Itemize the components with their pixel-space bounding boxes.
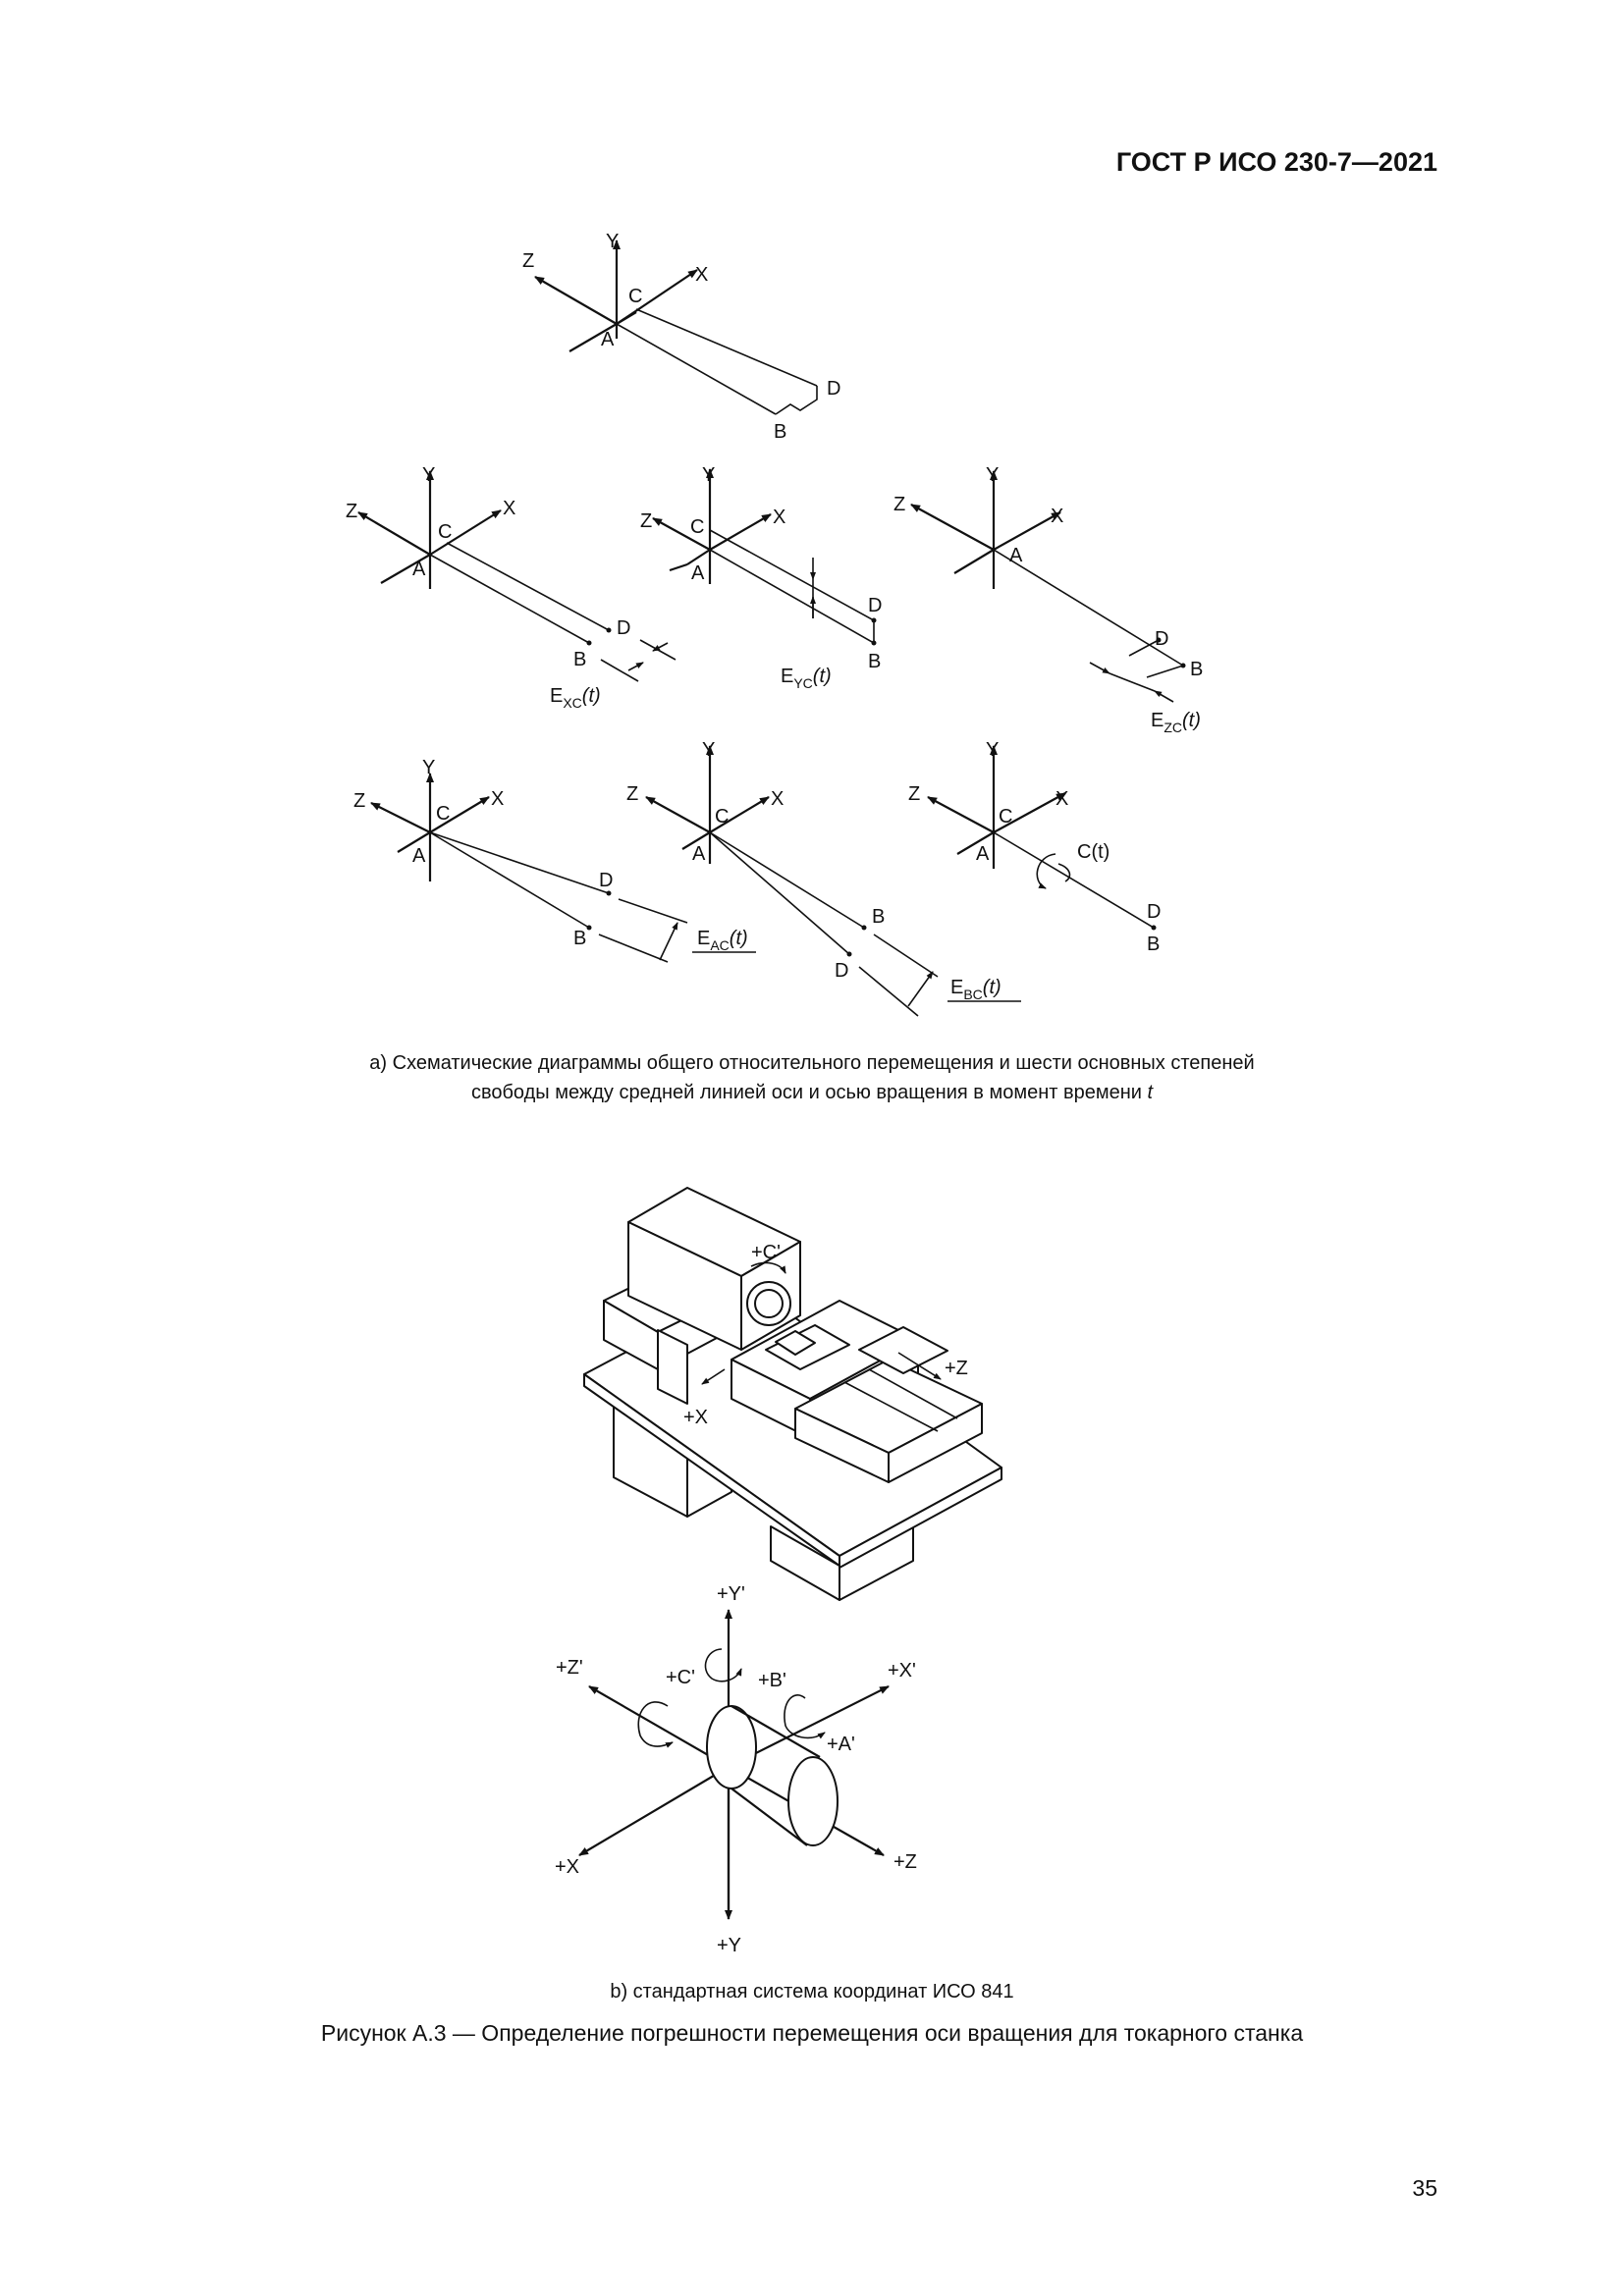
diagram-a-eyc: Y Z X C A D B EYC(t) bbox=[640, 464, 882, 691]
axis-label-z: Z bbox=[346, 501, 357, 522]
caption-a: a) Схематические диаграммы общего относи… bbox=[0, 1048, 1624, 1107]
point-label-b: B bbox=[573, 649, 586, 670]
point-label-a: A bbox=[1009, 545, 1023, 566]
iso-label-y-prime: +Y' bbox=[717, 1583, 745, 1605]
point-label-c: C bbox=[438, 521, 452, 543]
point-label-c: C bbox=[628, 286, 642, 307]
axis-label-y: Y bbox=[702, 464, 715, 486]
point-label-b: B bbox=[1147, 934, 1160, 955]
machine-label-x: +X bbox=[683, 1407, 708, 1428]
point-label-c: C bbox=[715, 806, 729, 828]
point-label-b: B bbox=[1190, 659, 1203, 680]
error-label-ebc: EBC(t) bbox=[950, 977, 1001, 1002]
point-label-a: A bbox=[601, 329, 615, 350]
iso-label-z-prime: +Z' bbox=[556, 1657, 583, 1679]
axis-label-x: X bbox=[1056, 788, 1068, 810]
rotation-label-ct: C(t) bbox=[1077, 841, 1110, 863]
axis-label-x: X bbox=[491, 788, 504, 810]
axis-label-z: Z bbox=[640, 510, 652, 532]
machine-label-c-prime: +C' bbox=[751, 1242, 781, 1263]
diagram-a-ebc: Y Z X C A B D EBC(t) bbox=[626, 739, 1021, 1017]
point-label-b: B bbox=[573, 928, 586, 949]
axis-label-y: Y bbox=[422, 464, 435, 486]
point-label-a: A bbox=[412, 845, 426, 867]
point-label-c: C bbox=[999, 806, 1012, 828]
iso-label-x: +X bbox=[555, 1856, 579, 1878]
diagram-a-rotation-c: Y Z X C A C(t) D B bbox=[908, 739, 1161, 955]
axis-label-y: Y bbox=[986, 739, 999, 761]
iso-label-b-prime: +B' bbox=[758, 1670, 786, 1691]
point-label-a: A bbox=[692, 843, 706, 865]
axis-label-z: Z bbox=[522, 250, 534, 272]
diagram-a-ezc: Y Z X A D B EZC(t) bbox=[893, 464, 1203, 735]
axis-label-z: Z bbox=[908, 783, 920, 805]
axis-label-x: X bbox=[1051, 506, 1063, 527]
axis-label-y: Y bbox=[606, 231, 619, 252]
point-label-b: B bbox=[868, 651, 881, 672]
axis-label-y: Y bbox=[422, 757, 435, 778]
page-number: 35 bbox=[1412, 2175, 1437, 2201]
axis-label-z: Z bbox=[353, 790, 365, 812]
point-label-a: A bbox=[691, 562, 705, 584]
iso-label-a-prime: +A' bbox=[827, 1734, 855, 1755]
error-label-eac: EAC(t) bbox=[697, 928, 748, 953]
point-label-d: D bbox=[827, 378, 840, 400]
error-label-exc: EXC(t) bbox=[550, 685, 601, 711]
point-label-d: D bbox=[835, 960, 848, 982]
caption-a-line1: a) Схематические диаграммы общего относи… bbox=[369, 1052, 1255, 1074]
caption-b: b) стандартная система координат ИСО 841 bbox=[610, 1981, 1014, 2002]
point-label-d: D bbox=[617, 617, 630, 639]
figure-caption: Рисунок А.3 — Определение погрешности пе… bbox=[320, 2020, 1304, 2046]
point-label-d: D bbox=[868, 595, 882, 616]
point-label-d: D bbox=[599, 870, 613, 891]
iso-841-coordinate-system: +Y' +Z' +C' +B' +X' +A' +X +Z +Y bbox=[555, 1583, 917, 1956]
iso-label-c-prime: +C' bbox=[666, 1667, 695, 1688]
iso-label-y: +Y bbox=[717, 1935, 741, 1956]
point-label-d: D bbox=[1147, 901, 1161, 923]
axis-label-z: Z bbox=[626, 783, 638, 805]
iso-label-x-prime: +X' bbox=[888, 1660, 916, 1682]
axis-label-y: Y bbox=[702, 739, 715, 761]
diagram-a-eac: Y Z X C A D B EAC(t) bbox=[353, 757, 756, 963]
error-label-eyc: EYC(t) bbox=[781, 666, 832, 691]
point-label-a: A bbox=[976, 843, 990, 865]
point-label-d: D bbox=[1155, 628, 1168, 650]
iso-label-z: +Z bbox=[893, 1851, 917, 1873]
error-label-ezc: EZC(t) bbox=[1151, 710, 1201, 735]
axis-label-z: Z bbox=[893, 494, 905, 515]
axis-label-x: X bbox=[771, 788, 784, 810]
document-header: ГОСТ Р ИСО 230-7—2021 bbox=[1115, 147, 1437, 177]
lathe-machine-drawing: +C' +Z +X bbox=[583, 1187, 1002, 1601]
point-label-c: C bbox=[690, 516, 704, 538]
point-label-c: C bbox=[436, 803, 450, 825]
diagram-a-general: Y Z X C A B D bbox=[522, 231, 840, 443]
point-label-a: A bbox=[412, 559, 426, 580]
axis-label-x: X bbox=[503, 498, 515, 519]
diagram-a-exc: Y Z X C A B D EXC(t) bbox=[346, 464, 677, 711]
caption-a-line2: свободы между средней линией оси и осью … bbox=[470, 1082, 1154, 1103]
axis-label-y: Y bbox=[986, 464, 999, 486]
machine-label-z: +Z bbox=[945, 1358, 968, 1379]
point-label-b: B bbox=[774, 421, 786, 443]
axis-label-x: X bbox=[773, 507, 785, 528]
axis-label-x: X bbox=[695, 264, 708, 286]
point-label-b: B bbox=[872, 906, 885, 928]
